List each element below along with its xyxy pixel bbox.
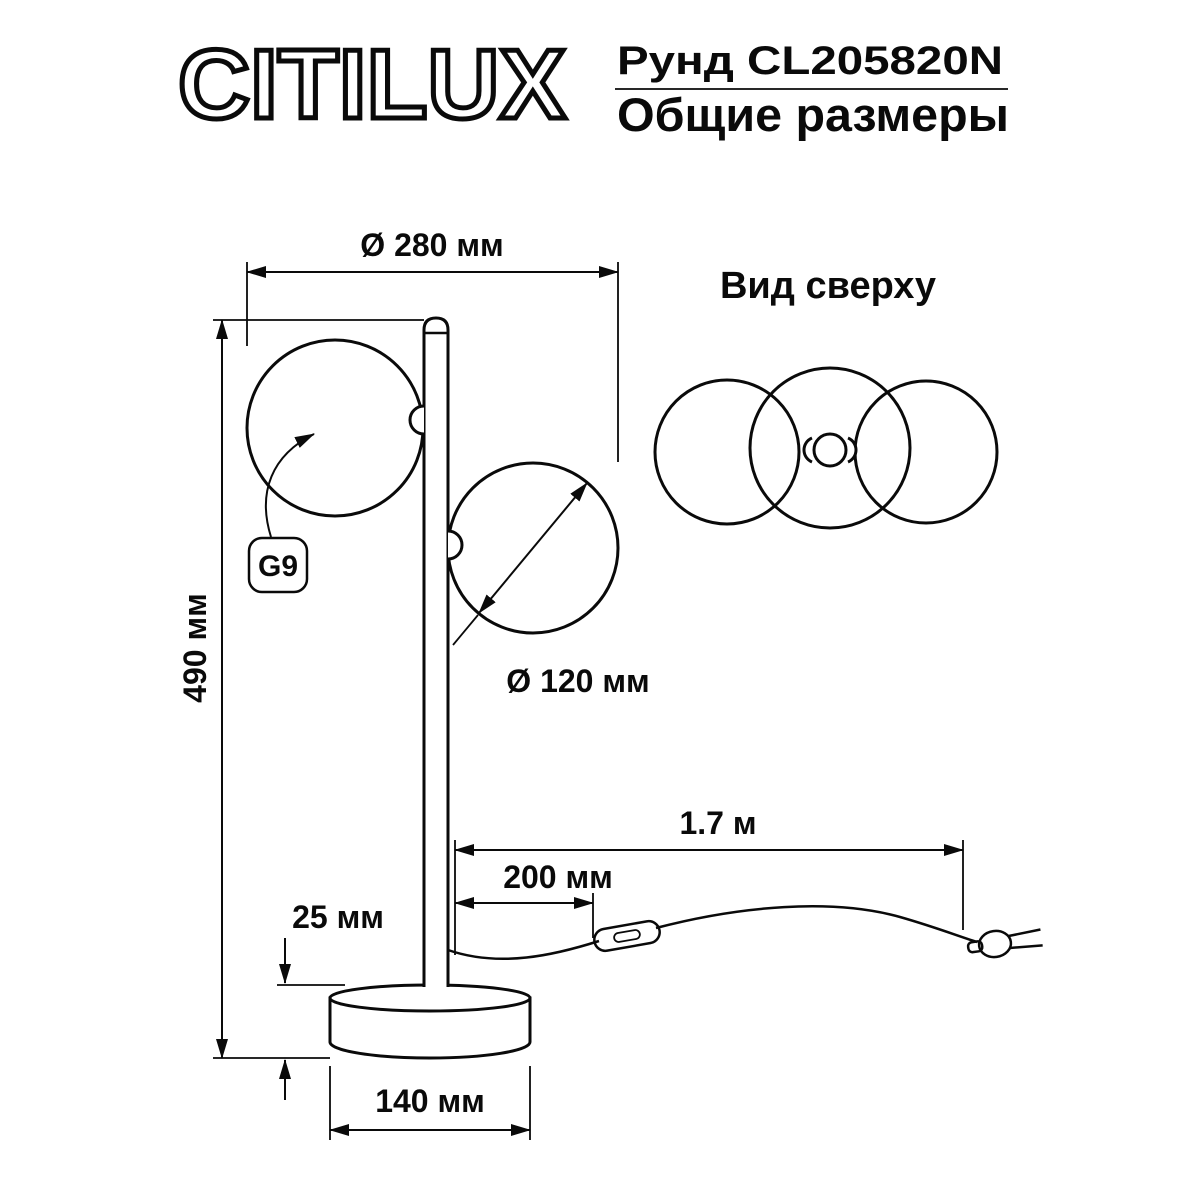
plug-body <box>977 929 1013 959</box>
dim-sphere-diameter: Ø 120 мм <box>452 482 650 699</box>
top-view-right-sphere <box>853 379 999 525</box>
lamp-pole <box>422 316 450 987</box>
dim-cord-length: 1.7 м <box>454 805 964 930</box>
product-name: Рунд CL205820N <box>617 39 1003 83</box>
switch-slot <box>613 929 641 943</box>
socket-label: G9 <box>258 550 298 583</box>
header: CITILUX Рунд CL205820N Общие размеры <box>176 27 1010 142</box>
lamp-sphere-upper <box>245 338 425 518</box>
socket-arrow <box>264 433 315 538</box>
top-view-center-sphere <box>748 366 912 530</box>
top-view-title: Вид сверху <box>720 265 936 307</box>
dim-label-base-height: 25 мм <box>292 899 384 935</box>
top-view: Вид сверху <box>653 265 999 530</box>
power-plug <box>966 928 1043 959</box>
plug-neck <box>966 940 984 954</box>
dim-base-diameter: 140 мм <box>329 1066 531 1140</box>
dim-cord-to-switch: 200 мм <box>454 840 613 955</box>
inline-switch <box>593 919 661 953</box>
dim-label-cord-length: 1.7 м <box>679 805 756 841</box>
dim-top-width: Ø 280 мм <box>246 227 619 462</box>
leader-line <box>452 614 479 646</box>
sphere-upper-mount <box>408 404 425 436</box>
dim-label-sphere-diameter: Ø 120 мм <box>506 663 649 699</box>
base-body <box>328 996 532 1060</box>
socket-box <box>247 536 309 594</box>
dim-label-height: 490 мм <box>177 593 213 703</box>
cord-segment-2 <box>655 905 978 944</box>
top-view-pole <box>812 432 848 468</box>
brand-logo: CITILUX <box>178 29 566 139</box>
switch-body <box>593 919 661 953</box>
top-view-left-mount <box>802 436 813 464</box>
cord-segment-1 <box>447 939 600 960</box>
top-view-left-sphere <box>653 378 801 526</box>
section-title: Общие размеры <box>617 88 1009 141</box>
dim-base-height: 25 мм <box>277 899 384 1100</box>
dim-label-base-diameter: 140 мм <box>375 1083 485 1119</box>
socket-callout: G9 <box>247 433 315 594</box>
diameter-arrow <box>478 482 588 614</box>
dim-height: 490 мм <box>177 319 424 1059</box>
cord-assembly <box>447 905 1043 960</box>
sphere-lower-mount <box>447 529 464 561</box>
base-top <box>328 983 532 1013</box>
dim-label-top-width: Ø 280 мм <box>360 227 503 263</box>
dim-label-cord-to-switch: 200 мм <box>503 859 613 895</box>
top-view-right-mount <box>847 436 858 464</box>
plug-prong-top <box>1007 928 1041 938</box>
plug-prong-bottom <box>1009 944 1043 950</box>
